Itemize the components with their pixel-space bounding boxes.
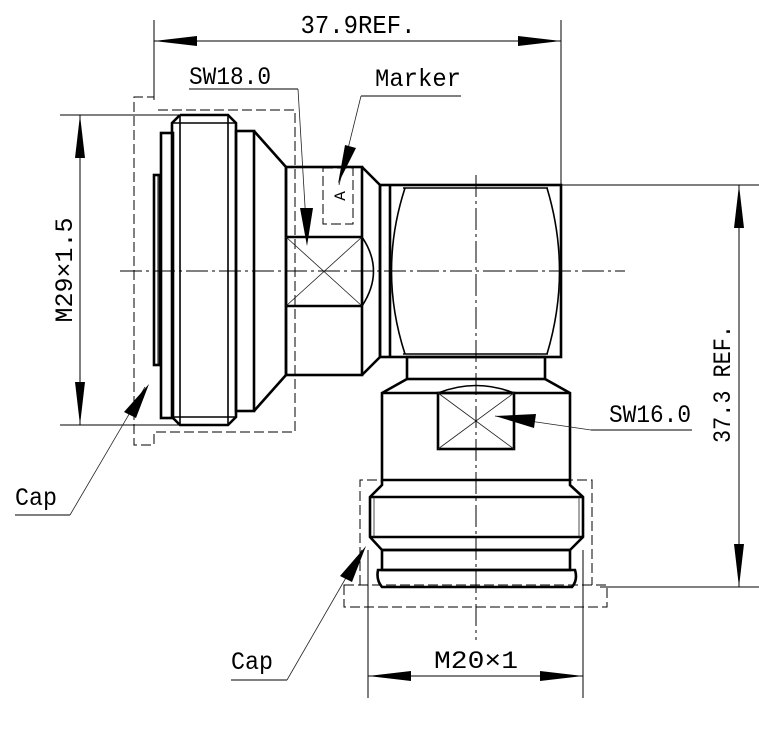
marker-label: Marker [375, 65, 461, 94]
callout-sw18: SW18.0 [189, 63, 313, 246]
callout-cap-bottom: Cap [231, 546, 366, 681]
barrel-housing [378, 183, 563, 381]
callout-cap-left: Cap [15, 384, 149, 516]
bottom-thread-label: M20×1 [434, 647, 518, 676]
sw18-label: SW18.0 [189, 63, 271, 92]
dimension-overall-height: 37.3 REF. [561, 184, 759, 588]
marker-letter: A [332, 191, 350, 201]
overall-height-label: 37.3 REF. [709, 325, 738, 443]
sw16-label: SW16.0 [609, 401, 691, 430]
cap-bottom-label: Cap [231, 648, 273, 677]
dimension-bottom-thread: M20×1 [367, 550, 584, 698]
left-thread-label: M29×1.5 [51, 218, 80, 323]
dimension-left-thread: M29×1.5 [51, 114, 180, 426]
callout-marker: Marker A [322, 65, 461, 225]
overall-width-label: 37.9REF. [301, 11, 416, 41]
dimension-overall-width: 37.9REF. [153, 11, 562, 185]
centerlines [120, 175, 625, 640]
cap-left-label: Cap [15, 484, 57, 513]
callout-sw16: SW16.0 [494, 401, 692, 431]
